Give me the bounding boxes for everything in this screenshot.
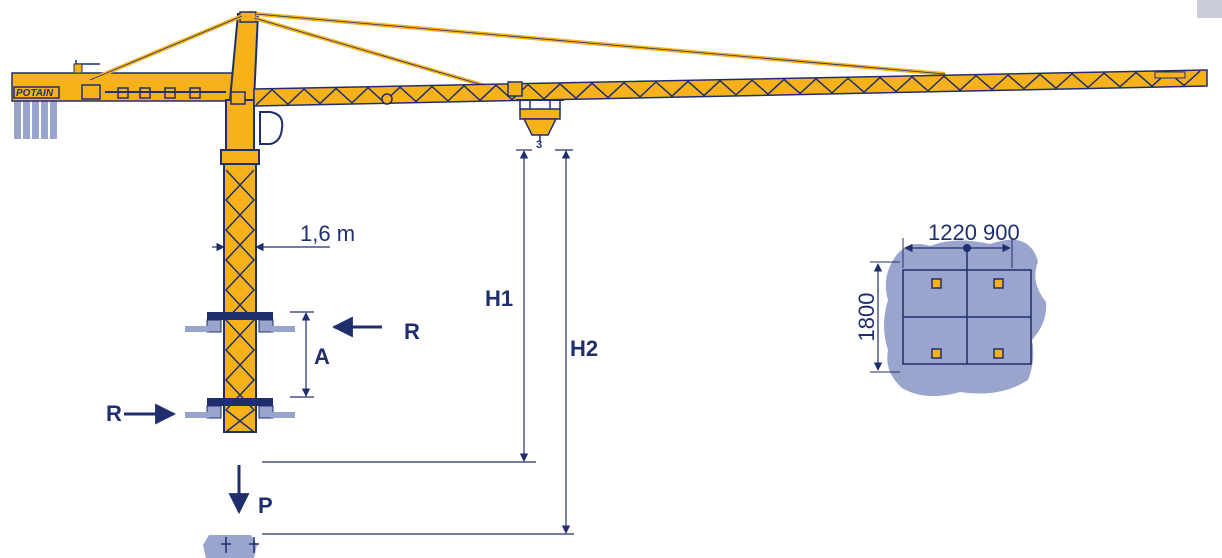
counterweights	[14, 101, 57, 139]
mast-width-label: 1,6 m	[300, 221, 355, 246]
r-top-label: R	[404, 319, 420, 344]
a-dimension	[290, 311, 314, 398]
h1-label: H1	[485, 286, 513, 311]
p-label: P	[258, 493, 273, 518]
base-dim-side-label: 1800	[854, 293, 879, 342]
slewing-unit	[220, 99, 260, 165]
foundation-block	[203, 535, 259, 558]
h2-dimension	[262, 149, 574, 535]
brand-logo: POTAIN	[16, 88, 54, 99]
tower-mast	[223, 161, 257, 433]
r-bottom-label: R	[106, 401, 122, 426]
tie-bars	[89, 12, 946, 88]
counter-jib	[11, 60, 235, 102]
tie-in-collar-upper	[185, 312, 295, 333]
corner-tab	[1197, 0, 1222, 18]
tie-in-collar-lower	[185, 398, 295, 419]
trolley-number: 3	[536, 139, 542, 151]
trolley-hook	[507, 81, 564, 142]
operator-cab	[259, 111, 284, 145]
tower-head	[228, 11, 260, 105]
a-label: A	[314, 344, 330, 369]
h1-dimension	[262, 149, 536, 463]
base-plan	[870, 238, 1047, 397]
h2-label: H2	[570, 336, 598, 361]
jib	[253, 69, 1208, 107]
base-dim-top-label: 1220 900	[928, 220, 1020, 245]
